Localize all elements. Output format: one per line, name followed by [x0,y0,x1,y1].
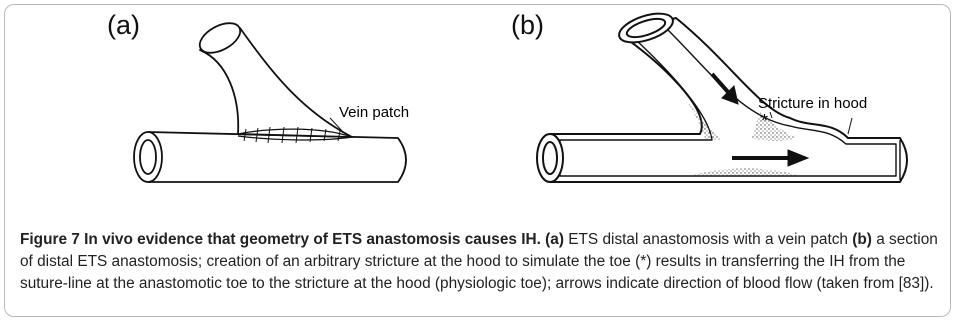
stricture-label: Stricture in hood [758,95,867,112]
hood-pointer [848,118,852,134]
caption-text-a: ETS distal anastomosis with a vein patch [564,231,852,248]
caption-marker-a: (a) [545,231,564,248]
caption-lead: Figure 7 In vivo evidence that geometry … [20,231,541,248]
vein-patch-label: Vein patch [339,104,409,121]
figure-caption: Figure 7 In vivo evidence that geometry … [20,229,940,295]
vessel-drawing-a [134,17,406,182]
caption-marker-b: (b) [852,231,872,248]
stricture-asterisk: * [761,111,768,132]
figure-illustration [0,0,957,225]
